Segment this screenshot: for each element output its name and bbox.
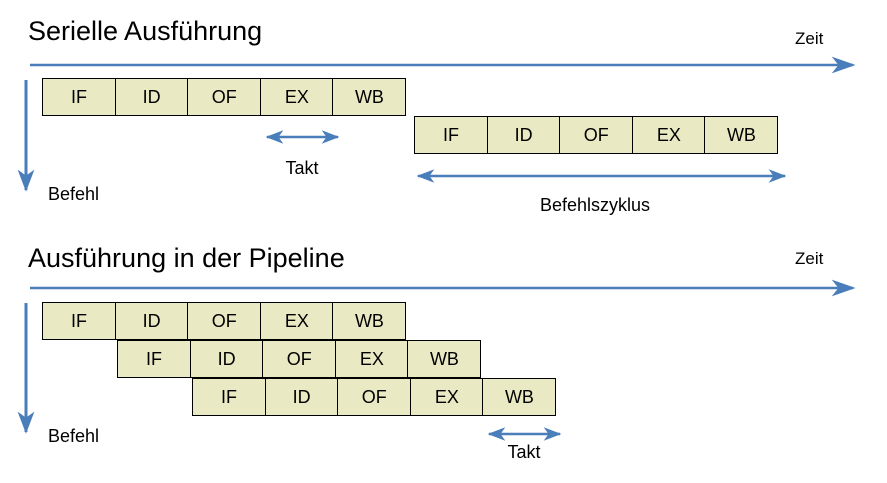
- stage-box: OF: [262, 340, 337, 378]
- serial-section-title: Serielle Ausführung: [28, 16, 263, 46]
- stage-box: ID: [486, 116, 561, 154]
- stage-box: OF: [337, 378, 412, 416]
- serial-time-axis-label: Zeit: [795, 29, 824, 48]
- stage-box: IF: [42, 302, 116, 340]
- stage-box: IF: [42, 78, 116, 116]
- stage-box: IF: [192, 378, 266, 416]
- stage-box: ID: [114, 302, 189, 340]
- pipeline-instruction-row-2: IF ID OF EX WB: [117, 340, 482, 378]
- stage-box: WB: [704, 116, 779, 154]
- pipeline-instruction-axis-label: Befehl: [48, 426, 100, 446]
- stage-box: ID: [189, 340, 264, 378]
- pipeline-time-axis-label: Zeit: [795, 249, 824, 268]
- stage-box: ID: [264, 378, 339, 416]
- stage-box: IF: [414, 116, 488, 154]
- stage-box: WB: [332, 302, 407, 340]
- pipeline-instruction-row-3: IF ID OF EX WB: [192, 378, 557, 416]
- pipeline-clock-label: Takt: [507, 442, 541, 462]
- serial-instruction-row-1: IF ID OF EX WB: [42, 78, 407, 116]
- stage-box: EX: [631, 116, 706, 154]
- stage-box: IF: [117, 340, 191, 378]
- serial-cycle-label: Befehlszyklus: [539, 195, 651, 215]
- stage-box: EX: [259, 302, 334, 340]
- stage-box: EX: [259, 78, 334, 116]
- stage-box: OF: [187, 78, 262, 116]
- stage-box: WB: [482, 378, 557, 416]
- stage-box: WB: [332, 78, 407, 116]
- stage-box: WB: [407, 340, 482, 378]
- stage-box: EX: [409, 378, 484, 416]
- stage-box: ID: [114, 78, 189, 116]
- serial-instruction-axis-label: Befehl: [48, 184, 100, 204]
- serial-clock-label: Takt: [285, 158, 319, 178]
- serial-instruction-row-2: IF ID OF EX WB: [414, 116, 779, 154]
- stage-box: OF: [559, 116, 634, 154]
- pipeline-instruction-row-1: IF ID OF EX WB: [42, 302, 407, 340]
- stage-box: EX: [334, 340, 409, 378]
- pipeline-section-title: Ausführung in der Pipeline: [28, 243, 345, 273]
- stage-box: OF: [187, 302, 262, 340]
